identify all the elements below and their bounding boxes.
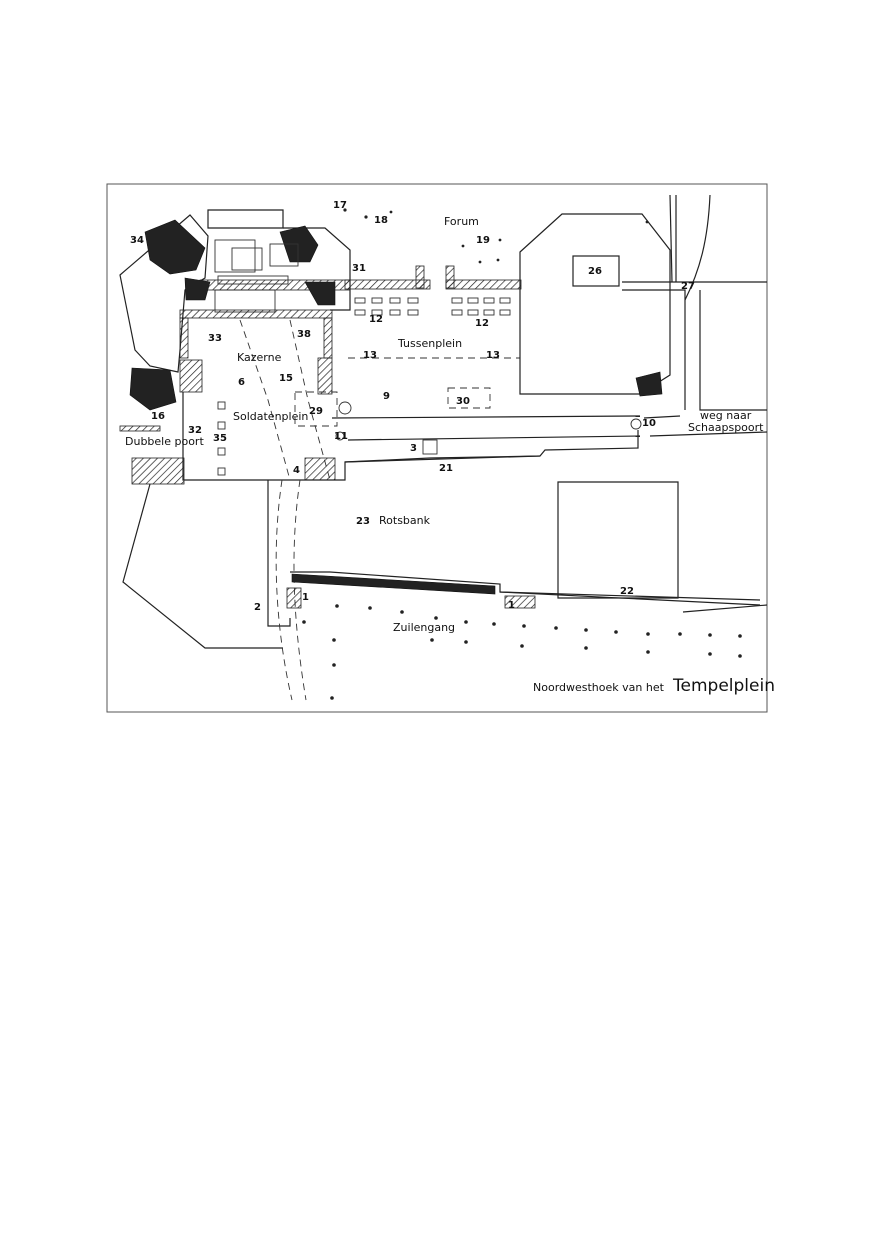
marker-21: 21 [439,463,453,474]
marker-32: 32 [188,425,202,436]
central-features [335,387,642,463]
marker-3: 3 [410,443,417,454]
marker-34: 34 [130,235,144,246]
marker-13b: 13 [486,350,500,361]
marker-16: 16 [151,411,165,422]
marker-2: 2 [254,602,261,613]
marker-1b: 1 [508,600,515,611]
marker-4: 4 [293,465,300,476]
marker-29: 29 [309,406,323,417]
marker-22: 22 [620,586,634,597]
marker-13a: 13 [363,350,377,361]
rotsbank-block [286,481,768,613]
marker-27: 27 [681,281,695,292]
marker-38: 38 [297,329,311,340]
soldatenplein-features [217,319,338,701]
marker-17: 17 [333,200,347,211]
marker-1a: 1 [302,592,309,603]
caption-title: Tempelplein [672,676,775,696]
temple-enclosure [519,213,671,397]
marker-15: 15 [279,373,293,384]
zuilengang-columns [302,604,742,700]
nw-fortress [119,209,351,411]
west-boundary [119,392,639,649]
marker-30: 30 [456,396,470,407]
marker-33: 33 [208,333,222,344]
label-kazerne: Kazerne [237,351,282,364]
marker-23: 23 [356,516,370,527]
marker-19: 19 [476,235,490,246]
marker-10: 10 [642,418,656,429]
label-zuilengang: Zuilengang [393,621,455,634]
east-roads [331,194,768,441]
marker-12b: 12 [475,318,489,329]
marker-11: 11 [334,431,348,442]
caption-prefix: Noordwesthoek van het [533,681,665,694]
marker-26: 26 [588,266,602,277]
label-schaapspoort: Schaapspoort [688,421,764,434]
marker-35: 35 [213,433,227,444]
marker-18: 18 [374,215,388,226]
map-caption: Noordwesthoek van het Tempelplein [533,676,775,696]
label-dubbele-poort: Dubbele poort [125,435,204,448]
label-tussenplein: Tussenplein [397,337,462,350]
label-rotsbank: Rotsbank [379,514,431,527]
label-soldatenplein: Soldatenplein [233,410,308,423]
label-forum: Forum [444,215,479,228]
marker-6: 6 [238,377,245,388]
marker-9: 9 [383,391,390,402]
marker-12a: 12 [369,314,383,325]
label-weg-naar: weg naar [700,409,752,422]
marker-31: 31 [352,263,366,274]
